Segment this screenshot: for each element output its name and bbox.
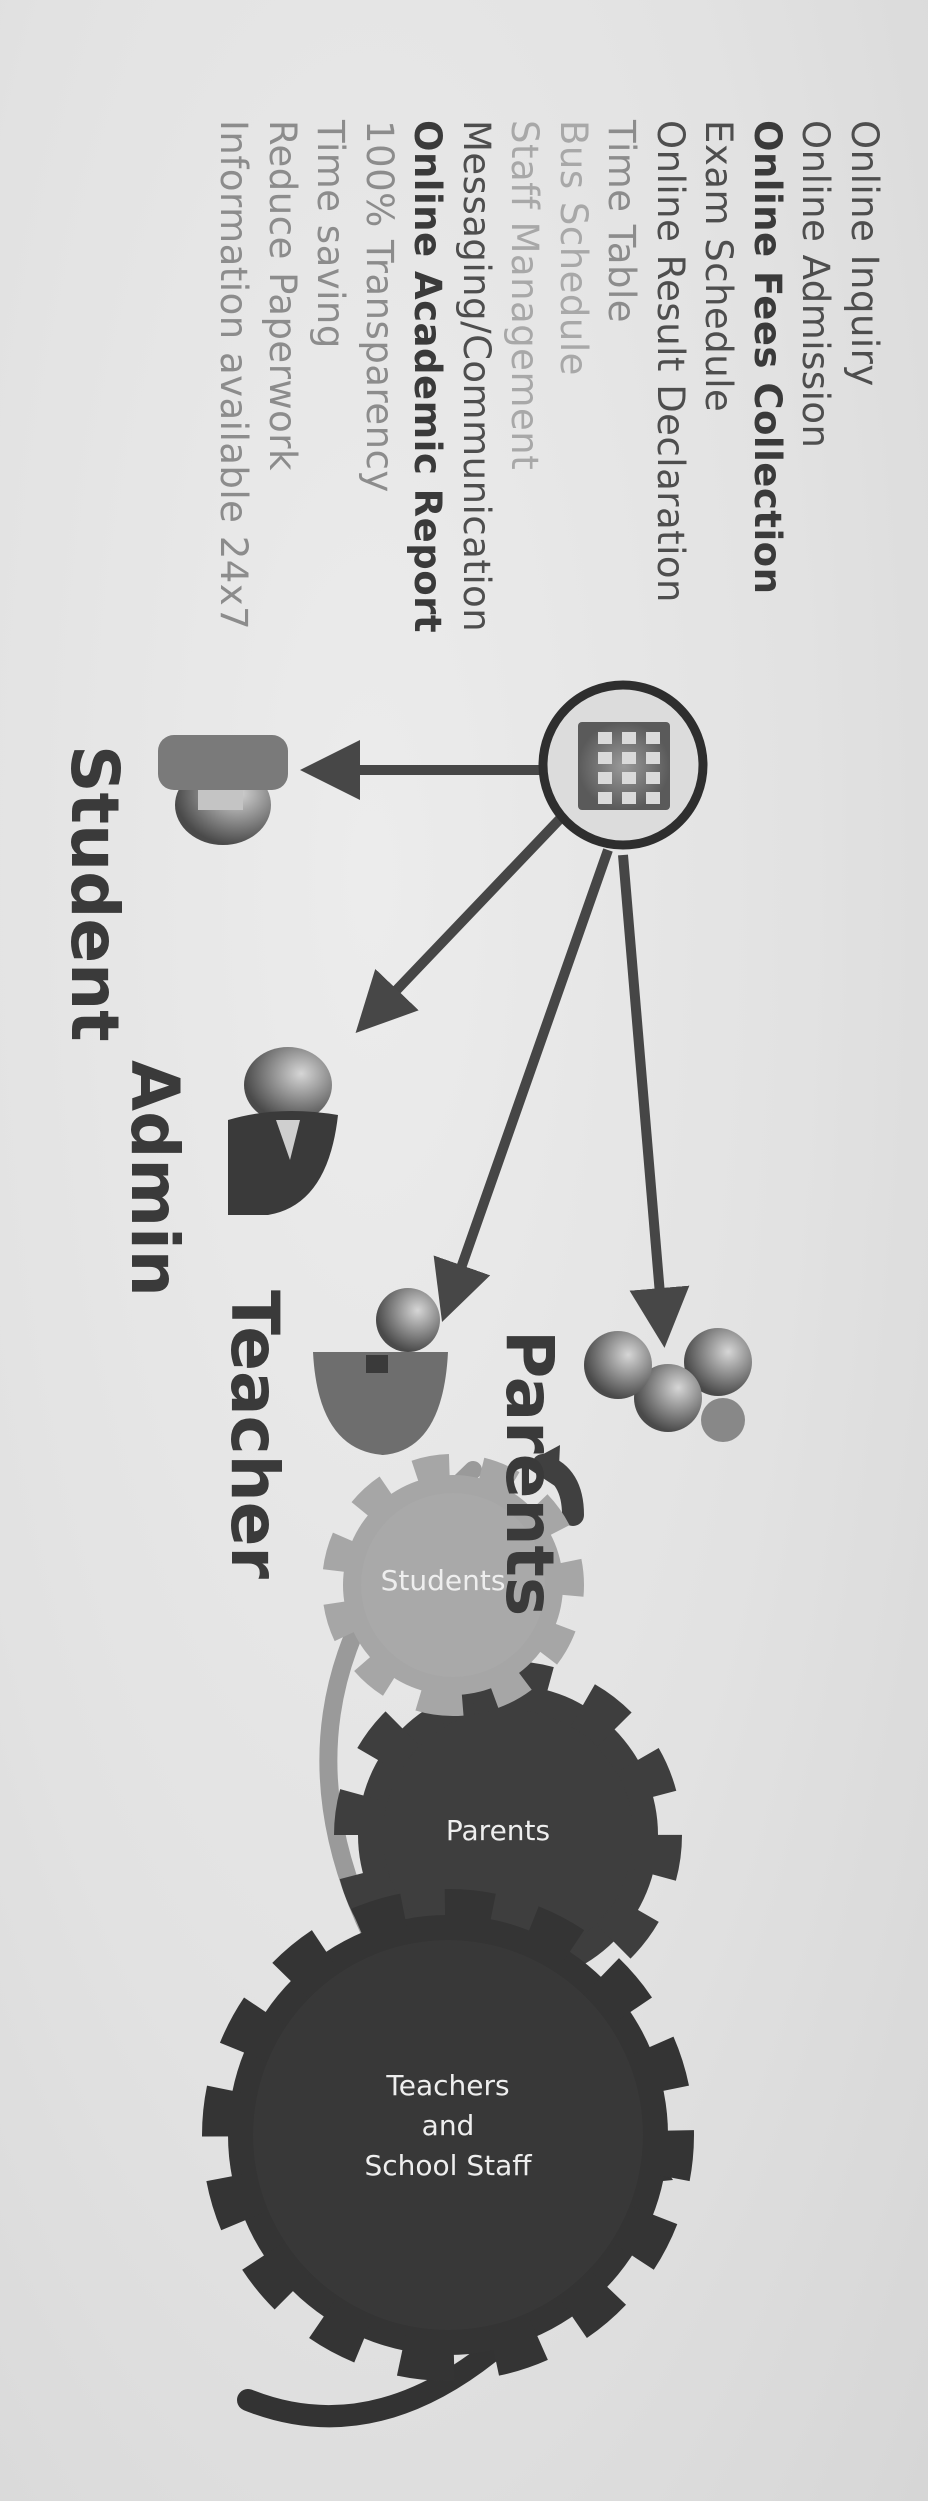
arrow-to-teacher [433,848,613,1322]
teacher-icon [313,1288,448,1455]
student-icon [158,735,288,845]
school-building-icon [538,680,708,850]
arrows [299,740,690,1348]
gear-label-staff-line2: and [422,2109,475,2142]
parents-group-icon [584,1328,752,1442]
role-label-admin: Admin [116,1060,193,1297]
gear-label-staff-line3: School Staff [364,2149,532,2182]
role-label-teacher: Teacher [216,1290,293,1579]
role-label-student: Student [56,745,133,1042]
gear-staff [202,1889,694,2381]
gear-students [322,1454,584,1716]
admin-icon [228,1047,338,1215]
gear-label-parents: Parents [446,1814,550,1847]
arrow-to-parents [618,854,690,1348]
role-label-parents: Parents [491,1330,568,1617]
gear-label-staff-line1: Teachers [385,2069,509,2102]
gear-label-students: Students [381,1564,506,1597]
arrow-to-admin [355,796,582,1034]
